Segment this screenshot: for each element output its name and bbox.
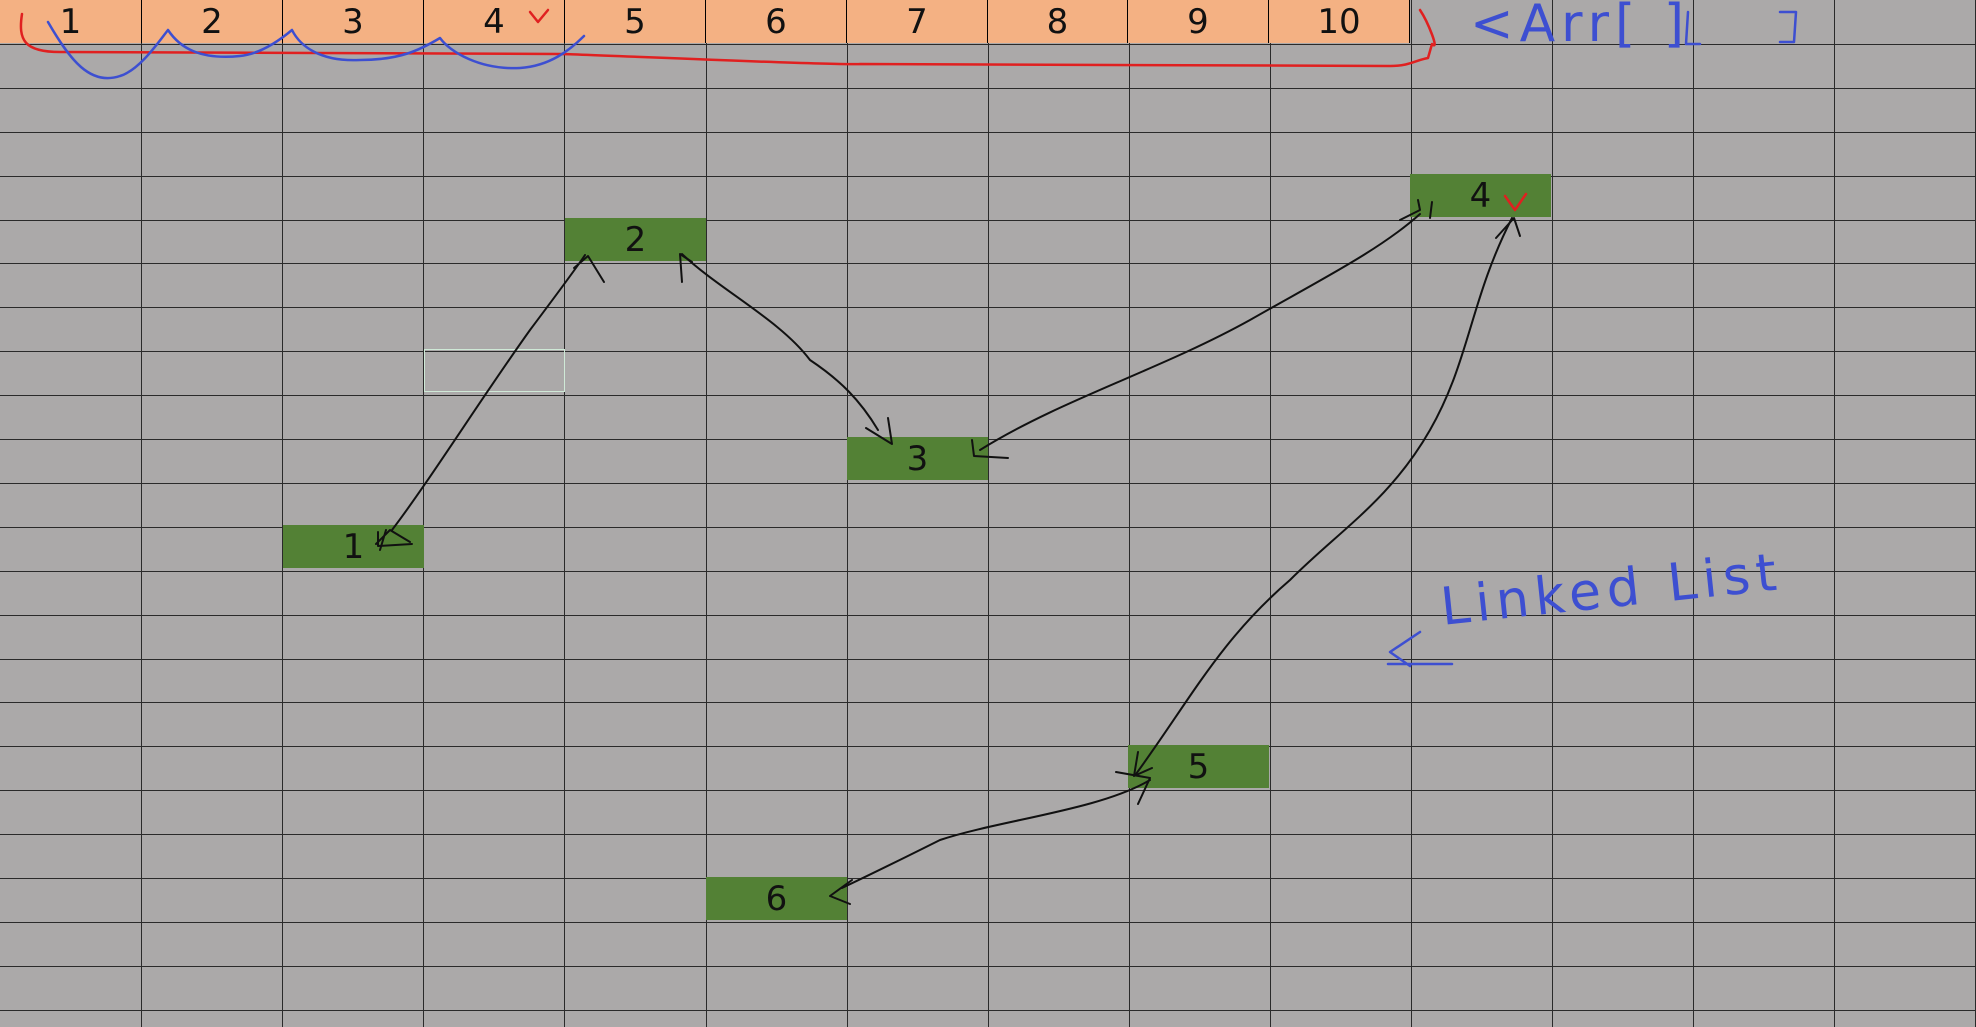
- array-cell-9[interactable]: 9: [1128, 0, 1269, 43]
- array-cell-2[interactable]: 2: [142, 0, 283, 43]
- list-node-6[interactable]: 6: [706, 877, 847, 920]
- list-node-1[interactable]: 1: [283, 525, 424, 568]
- array-cell-10[interactable]: 10: [1269, 0, 1410, 43]
- array-cell-6[interactable]: 6: [706, 0, 847, 43]
- list-node-3[interactable]: 3: [847, 437, 988, 480]
- list-node-4[interactable]: 4: [1410, 174, 1551, 217]
- array-cell-4[interactable]: 4: [424, 0, 565, 43]
- list-node-5[interactable]: 5: [1128, 745, 1269, 788]
- array-cell-7[interactable]: 7: [847, 0, 988, 43]
- array-cell-1[interactable]: 1: [0, 0, 142, 43]
- list-node-2[interactable]: 2: [565, 218, 706, 261]
- selected-cell[interactable]: [424, 349, 565, 392]
- array-label: <Arr[ ]: [1470, 0, 1691, 54]
- array-cell-5[interactable]: 5: [565, 0, 706, 43]
- array-cell-8[interactable]: 8: [988, 0, 1128, 43]
- array-cell-3[interactable]: 3: [283, 0, 424, 43]
